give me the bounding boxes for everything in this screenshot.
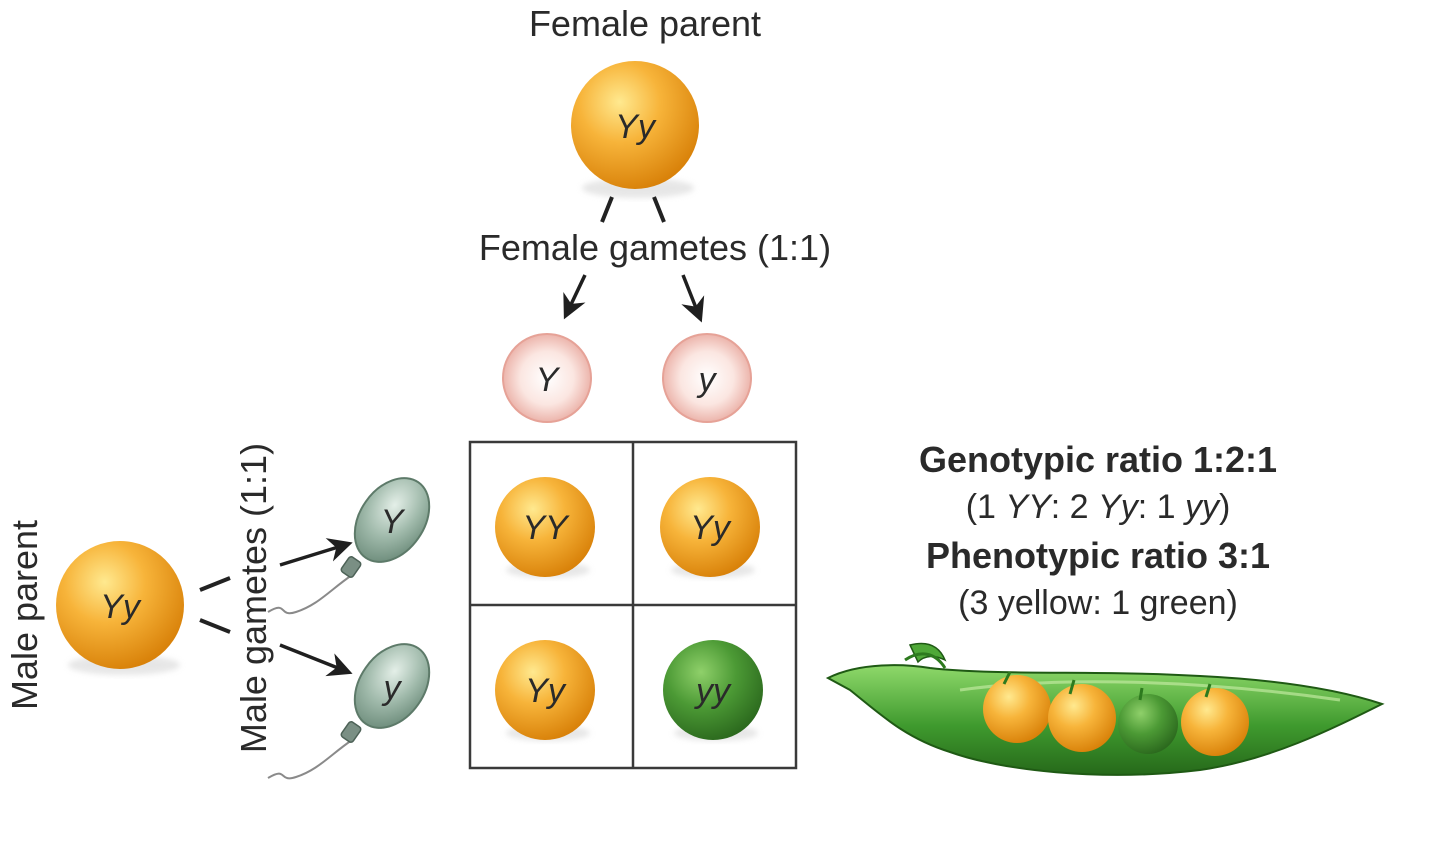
genotypic-ratio-detail: (1 YY: 2 Yy: 1 yy) xyxy=(965,488,1231,526)
male-gamete-y: y xyxy=(267,643,431,780)
female-parent-cell: Yy xyxy=(571,61,699,198)
male-arrow-bottom xyxy=(279,643,353,677)
female-gamete-y: y xyxy=(662,333,752,423)
phenotypic-ratio-detail: (3 yellow: 1 green) xyxy=(958,584,1238,622)
male-branch-line-bottom xyxy=(199,618,231,634)
svg-text:Yy: Yy xyxy=(690,509,732,547)
female-gametes-label: Female gametes (1:1) xyxy=(478,227,832,268)
male-gametes-label: Male gametes (1:1) xyxy=(233,442,274,754)
female-parent-label: Female parent xyxy=(528,3,762,44)
pod-pea-1 xyxy=(983,675,1051,743)
female-branch-line-right xyxy=(652,196,666,223)
svg-text:y: y xyxy=(697,361,718,399)
svg-text:Y: Y xyxy=(381,503,406,541)
male-branch-line-top xyxy=(199,576,231,592)
female-arrow-right xyxy=(681,274,705,323)
punnett-cell-Yy-bottom: Yy xyxy=(495,640,595,741)
punnett-cell-yy: yy xyxy=(663,640,763,741)
svg-text:YY: YY xyxy=(522,509,570,547)
male-arrow-top xyxy=(279,538,353,567)
punnett-square xyxy=(468,440,798,770)
female-arrow-left xyxy=(563,274,587,320)
svg-text:yy: yy xyxy=(694,672,732,710)
svg-text:y: y xyxy=(382,669,403,707)
male-parent-label: Male parent xyxy=(4,519,45,711)
punnett-cell-Yy-top: Yy xyxy=(660,477,760,578)
female-branch-line-left xyxy=(600,196,614,223)
svg-text:Yy: Yy xyxy=(525,672,567,710)
svg-text:Y: Y xyxy=(536,361,561,399)
male-parent-genotype: Yy xyxy=(100,588,142,626)
phenotypic-ratio-title: Phenotypic ratio 3:1 xyxy=(925,535,1271,576)
pod-pea-3 xyxy=(1118,694,1178,754)
male-parent-cell: Yy xyxy=(56,541,184,675)
female-parent-genotype: Yy xyxy=(615,108,657,146)
pod-pea-2 xyxy=(1048,684,1116,752)
pod-pea-4 xyxy=(1181,688,1249,756)
pea-pod xyxy=(825,642,1385,776)
female-gamete-Y: Y xyxy=(502,333,592,423)
male-gamete-Y: Y xyxy=(267,477,431,615)
punnett-cell-YY: YY xyxy=(495,477,595,578)
genotypic-ratio-title: Genotypic ratio 1:2:1 xyxy=(918,439,1278,480)
